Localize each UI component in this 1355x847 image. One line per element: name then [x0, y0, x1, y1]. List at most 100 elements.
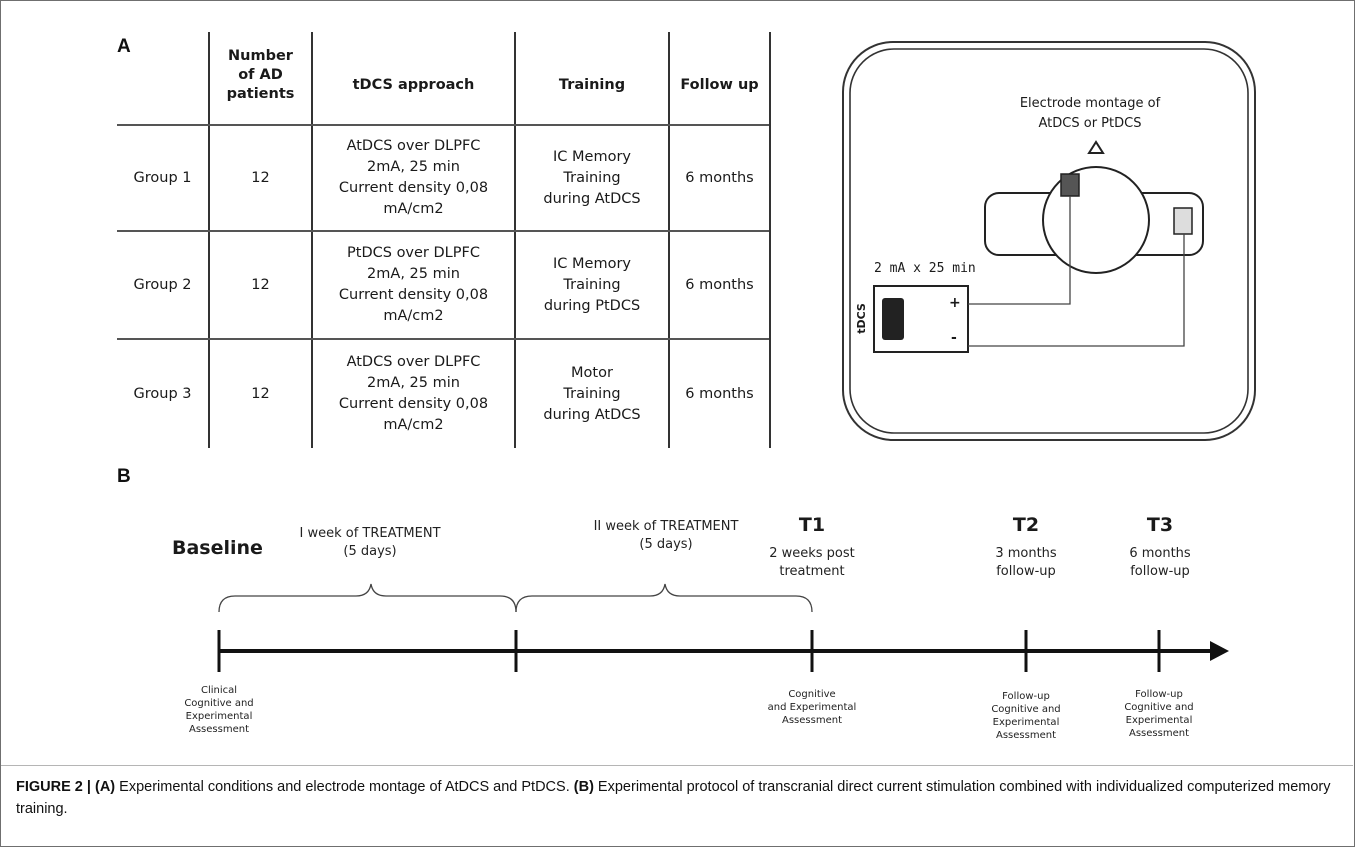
approach-line: Current density 0,08	[338, 396, 489, 412]
caption-b-text: Experimental protocol of transcranial di…	[16, 779, 1331, 817]
row-group-label: Group 3	[133, 385, 192, 402]
table-divider	[311, 32, 313, 448]
current-label: 2 mA x 25 min	[874, 261, 976, 276]
training-line: Training	[563, 385, 621, 402]
cathode-wire	[968, 234, 1185, 347]
anode-wire	[968, 196, 1071, 305]
approach-line: AtDCS over DLPFC	[346, 354, 481, 370]
training-line: during AtDCS	[543, 406, 641, 423]
training-line: IC Memory	[553, 255, 631, 272]
baseline-label: Baseline	[172, 537, 263, 559]
training-line: Training	[563, 276, 621, 293]
assessment-line: Cognitive and	[1124, 702, 1194, 713]
assessment-line: Cognitive and	[184, 698, 254, 709]
approach-line: Current density 0,08	[338, 180, 489, 196]
approach-line: mA/cm2	[383, 308, 444, 324]
week2-label: II week of TREATMENT (5 days)	[556, 518, 776, 554]
caption-b-tag: (B)	[573, 779, 594, 795]
assessment-t2: Follow-up Cognitive and Experimental Ass…	[976, 690, 1076, 742]
montage-title-line: Electrode montage of	[1019, 96, 1161, 111]
approach-line: mA/cm2	[383, 201, 444, 217]
table-divider	[514, 32, 516, 448]
row-patient-count: 12	[251, 276, 270, 293]
row-approach: AtDCS over DLPFC 2mA, 25 min Current den…	[313, 340, 514, 448]
nose-marker	[1087, 140, 1105, 154]
t2-label: T2	[1012, 514, 1040, 536]
caption-a-text: Experimental conditions and electrode mo…	[115, 779, 574, 795]
row-training: Motor Training during AtDCS	[516, 340, 668, 448]
assessment-t3: Follow-up Cognitive and Experimental Ass…	[1109, 688, 1209, 740]
header-line: patients	[226, 86, 295, 102]
assessment-baseline: Clinical Cognitive and Experimental Asse…	[169, 684, 269, 736]
row-approach: AtDCS over DLPFC 2mA, 25 min Current den…	[313, 126, 514, 230]
assessment-line: Follow-up	[1135, 689, 1183, 700]
assessment-line: Assessment	[782, 715, 842, 726]
table-rule	[117, 338, 769, 340]
approach-line: Current density 0,08	[338, 287, 489, 303]
plus-sign: +	[949, 295, 961, 311]
training-line: Training	[563, 169, 621, 186]
training-line: during PtDCS	[543, 297, 641, 314]
approach-line: 2mA, 25 min	[367, 375, 460, 391]
row-training: IC Memory Training during PtDCS	[516, 232, 668, 338]
week2-brace	[515, 583, 813, 613]
timeline-arrow-icon	[1210, 641, 1229, 661]
assessment-line: Experimental	[185, 711, 253, 722]
week-label-line: I week of TREATMENT	[299, 526, 441, 541]
training-line: Motor	[571, 364, 613, 381]
assessment-line: Assessment	[1129, 728, 1189, 739]
panel-a-label: A	[117, 36, 131, 57]
approach-line: AtDCS over DLPFC	[346, 138, 481, 154]
t-desc-line: 2 weeks post	[769, 546, 855, 561]
approach-line: 2mA, 25 min	[367, 266, 460, 282]
battery-icon	[882, 298, 904, 340]
cathode-electrode-icon	[1173, 207, 1193, 235]
approach-line: mA/cm2	[383, 417, 444, 433]
t-desc-line: treatment	[779, 564, 845, 579]
t-desc-line: follow-up	[1130, 564, 1190, 579]
t3-description: 6 months follow-up	[1094, 545, 1226, 581]
header-patients: Number of AD patients	[210, 47, 311, 104]
t-desc-line: follow-up	[996, 564, 1056, 579]
table-rule	[117, 124, 769, 126]
header-follow-up: Follow up	[680, 77, 759, 93]
minus-sign: -	[951, 330, 957, 346]
row-group-label: Group 1	[133, 169, 192, 186]
row-patient-count: 12	[251, 169, 270, 186]
caption-a-tag: (A)	[95, 779, 116, 795]
figure-caption: FIGURE 2 | (A) Experimental conditions a…	[16, 776, 1336, 820]
table-divider	[208, 32, 210, 448]
week1-brace	[218, 583, 517, 613]
figure-label: FIGURE 2 |	[16, 779, 91, 795]
row-approach: PtDCS over DLPFC 2mA, 25 min Current den…	[313, 232, 514, 338]
assessment-line: Cognitive	[788, 689, 836, 700]
assessment-line: and Experimental	[767, 702, 857, 713]
header-approach: tDCS approach	[352, 77, 475, 93]
table-rule	[117, 230, 769, 232]
assessment-line: Cognitive and	[991, 704, 1061, 715]
row-patient-count: 12	[251, 385, 270, 402]
montage-title-line: AtDCS or PtDCS	[1038, 116, 1142, 131]
t3-label: T3	[1146, 514, 1174, 536]
table-divider	[668, 32, 670, 448]
header-line: of AD	[238, 67, 283, 83]
caption-divider	[1, 765, 1353, 766]
assessment-line: Experimental	[1125, 715, 1193, 726]
week1-label: I week of TREATMENT (5 days)	[270, 525, 470, 561]
t1-description: 2 weeks post treatment	[740, 545, 884, 581]
week-label-line: (5 days)	[343, 544, 397, 559]
t1-label: T1	[798, 514, 826, 536]
row-follow-up: 6 months	[685, 169, 754, 186]
t2-description: 3 months follow-up	[960, 545, 1092, 581]
table-divider	[769, 32, 771, 448]
row-follow-up: 6 months	[685, 276, 754, 293]
assessment-line: Assessment	[996, 730, 1056, 741]
week-label-line: II week of TREATMENT	[593, 519, 739, 534]
assessment-line: Clinical	[200, 685, 238, 696]
approach-line: 2mA, 25 min	[367, 159, 460, 175]
row-group-label: Group 2	[133, 276, 192, 293]
assessment-line: Follow-up	[1002, 691, 1050, 702]
assessment-line: Assessment	[189, 724, 249, 735]
